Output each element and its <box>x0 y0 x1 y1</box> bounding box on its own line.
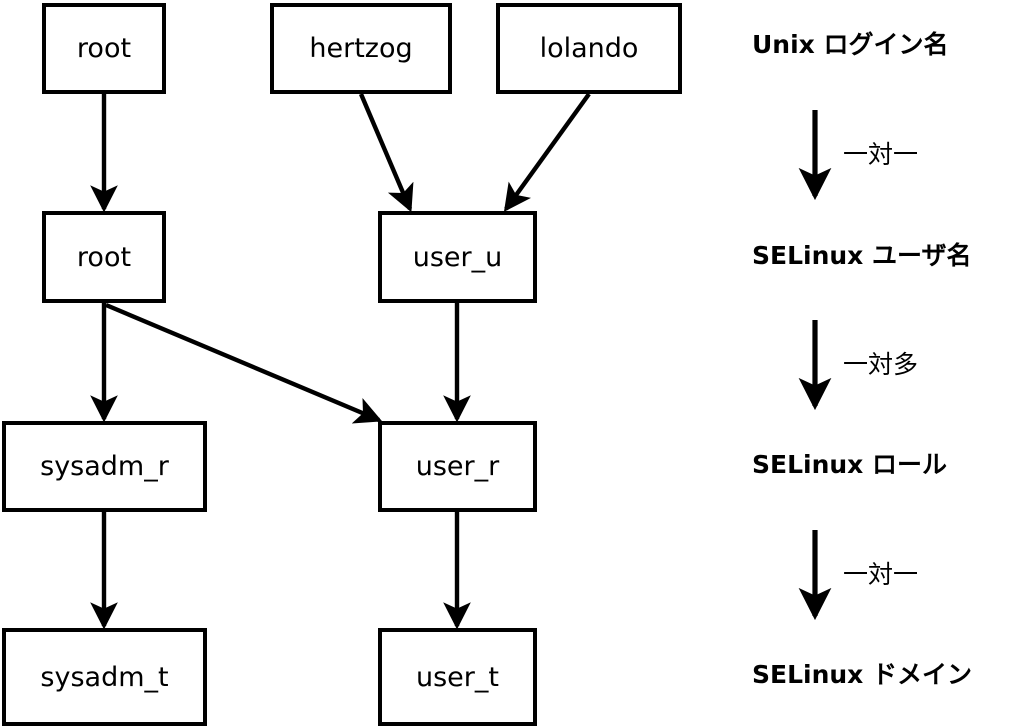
relation-one-to-one-domain: 一対一 <box>843 560 919 589</box>
node-label: user_t <box>416 661 499 693</box>
edge-e-seroot-to-userr <box>105 302 383 424</box>
node-seuser_root[interactable]: root <box>42 211 166 303</box>
node-label: root <box>76 33 132 64</box>
relation-one-to-one-user: 一対一 <box>843 140 919 169</box>
diagram-edges <box>90 92 591 630</box>
node-label: hertzog <box>309 33 413 64</box>
node-label: sysadm_t <box>40 661 169 693</box>
node-label: lolando <box>539 33 639 64</box>
edge-e-hertzog-to-useru <box>358 93 414 213</box>
node-unix_hertzog[interactable]: hertzog <box>270 3 452 94</box>
node-label: sysadm_r <box>40 451 169 482</box>
edge-e-lolando-to-useru <box>503 92 591 212</box>
level-selinux-role: SELinux ロール <box>752 450 948 479</box>
relation-one-to-many-role: 一対多 <box>843 350 919 379</box>
node-domain_user_t[interactable]: user_t <box>378 628 537 726</box>
node-label: user_u <box>412 241 503 273</box>
node-domain_sysadm_t[interactable]: sysadm_t <box>2 628 207 726</box>
node-unix_root[interactable]: root <box>42 3 166 94</box>
node-role_sysadm_r[interactable]: sysadm_r <box>2 421 207 512</box>
node-label: root <box>76 241 132 273</box>
level-selinux-domain: SELinux ドメイン <box>752 660 973 689</box>
node-seuser_user_u[interactable]: user_u <box>378 211 537 303</box>
node-role_user_r[interactable]: user_r <box>378 421 537 512</box>
node-label: user_r <box>415 451 500 482</box>
level-selinux-user: SELinux ユーザ名 <box>752 241 972 270</box>
level-unix-login: Unix ログイン名 <box>752 30 949 59</box>
node-unix_lolando[interactable]: lolando <box>496 3 682 94</box>
